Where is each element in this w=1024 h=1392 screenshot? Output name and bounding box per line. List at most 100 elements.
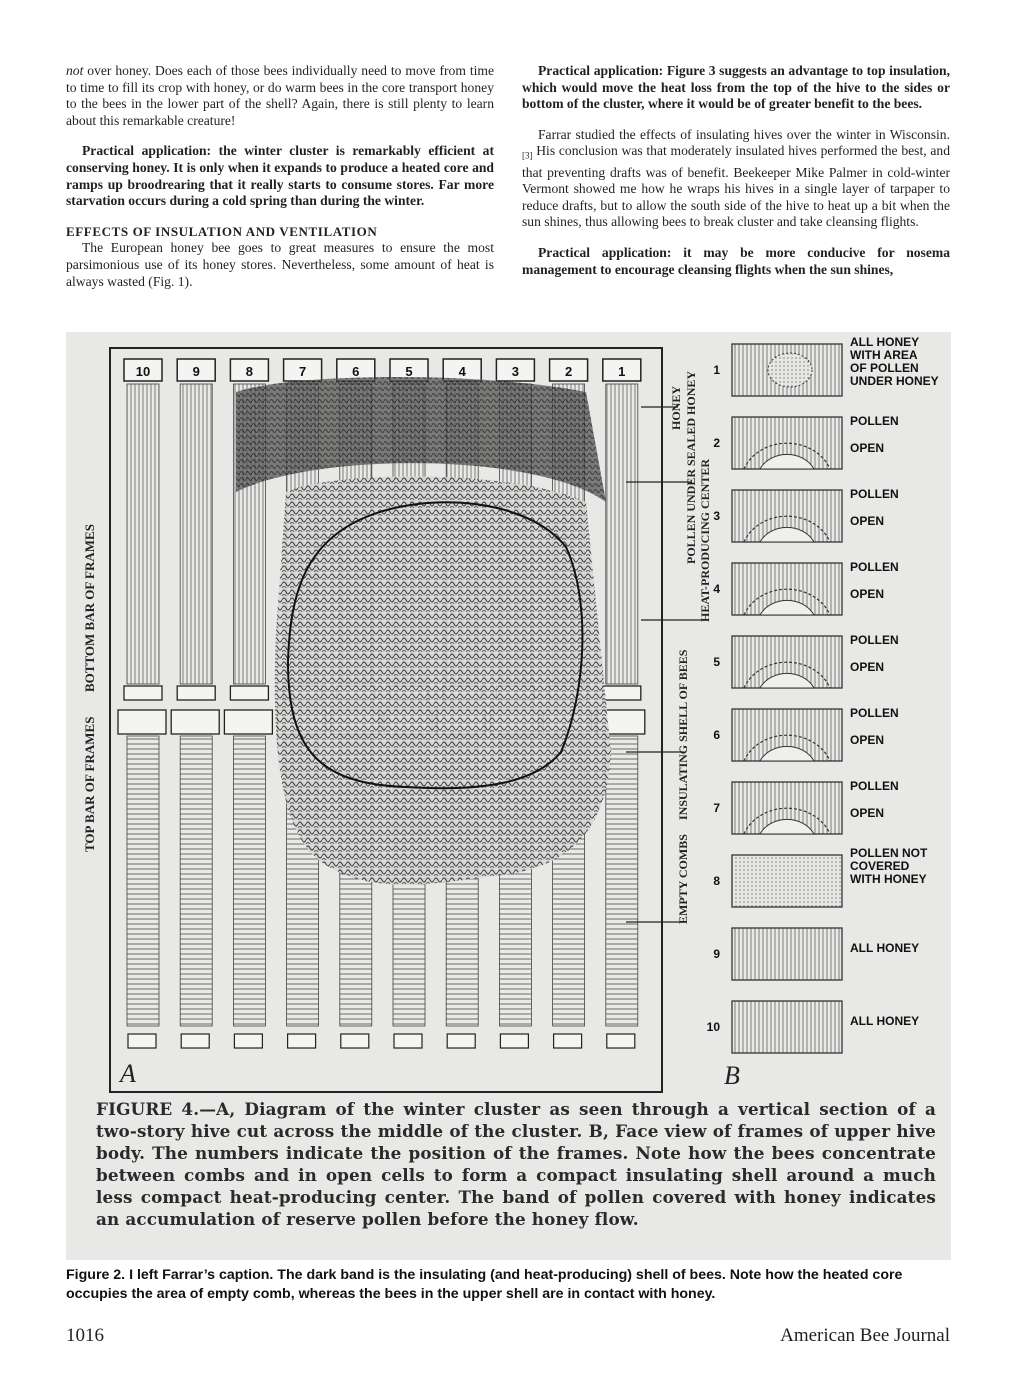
bottom-bar (230, 686, 268, 700)
frame-face-label: ALL HONEY (850, 335, 919, 349)
pollen-area (768, 353, 812, 387)
frame-face-number: 8 (713, 874, 720, 888)
top-bar (224, 710, 272, 734)
frame-number: 5 (405, 364, 412, 379)
frame-face-number: 5 (713, 655, 720, 669)
top-bar (118, 710, 166, 734)
frame-face-label: OPEN (850, 514, 884, 528)
frame-face-label: ALL HONEY (850, 1014, 919, 1028)
frame-number: 7 (299, 364, 306, 379)
label-empty-combs: EMPTY COMBS (676, 834, 690, 924)
bottom-bar (181, 1034, 209, 1048)
frame-face-label: POLLEN (850, 414, 899, 428)
label-pollen-under-sealed-honey: POLLEN UNDER SEALED HONEY (684, 371, 698, 564)
bottom-bar (341, 1034, 369, 1048)
frame-face-label: POLLEN (850, 560, 899, 574)
lower-comb (180, 736, 212, 1026)
frame-face-label: POLLEN (850, 487, 899, 501)
frame-face-label: OF POLLEN (850, 361, 919, 375)
bottom-bar (288, 1034, 316, 1048)
bottom-bar (234, 1034, 262, 1048)
frame-face-label: OPEN (850, 660, 884, 674)
frame-face-number: 3 (713, 509, 720, 523)
frame-number: 2 (565, 364, 572, 379)
frame-face-label: POLLEN (850, 706, 899, 720)
frame-face-label: OPEN (850, 733, 884, 747)
frame-face-view: 3 POLLEN OPEN (713, 487, 898, 542)
frame-face-view: 6 POLLEN OPEN (713, 706, 898, 761)
frame-face-number: 1 (713, 363, 720, 377)
frame-face-rect (732, 855, 842, 907)
frame-number: 1 (618, 364, 625, 379)
paragraph-text: His conclusion was that moderately insul… (522, 143, 950, 229)
frame-face-number: 2 (713, 436, 720, 450)
frame-number: 10 (136, 364, 150, 379)
practical-application-paragraph: Practical application: Figure 3 suggests… (522, 63, 950, 113)
winter-cluster (275, 476, 611, 884)
lower-comb (127, 736, 159, 1026)
top-bar (171, 710, 219, 734)
frame-face-label: WITH AREA (850, 348, 918, 362)
label-honey: HONEY (669, 386, 683, 430)
frame-number: 8 (246, 364, 253, 379)
bottom-bar (394, 1034, 422, 1048)
upper-comb (127, 384, 159, 684)
bottom-bar (447, 1034, 475, 1048)
frame-face-label: OPEN (850, 441, 884, 455)
frame-face-label: OPEN (850, 806, 884, 820)
frame-face-label: COVERED (850, 859, 910, 873)
panel-b-label: B (724, 1061, 740, 1090)
upper-comb (180, 384, 212, 684)
frame-face-rect (732, 1001, 842, 1053)
bottom-bar (124, 686, 162, 700)
frame-face-view: 1 ALL HONEYWITH AREAOF POLLENUNDER HONEY (713, 335, 938, 396)
frame-number: 6 (352, 364, 359, 379)
paragraph-text: over honey. Does each of those bees indi… (66, 63, 494, 128)
upper-comb (606, 384, 638, 684)
frame-face-number: 10 (707, 1020, 721, 1034)
label-heat-producing-center: HEAT-PRODUCING CENTER (698, 459, 712, 622)
frame-face-label: UNDER HONEY (850, 374, 939, 388)
frame-face-label: ALL HONEY (850, 941, 919, 955)
frame-face-label: POLLEN (850, 633, 899, 647)
frame-face-number: 9 (713, 947, 720, 961)
reference-link[interactable]: [3] (522, 151, 533, 161)
frame-number: 9 (193, 364, 200, 379)
bottom-bar (607, 1034, 635, 1048)
practical-application-paragraph: Practical application: the winter cluste… (66, 143, 494, 209)
frame-face-number: 6 (713, 728, 720, 742)
right-paragraph-2: Farrar studied the effects of insulating… (522, 127, 950, 231)
lower-comb (233, 736, 265, 1026)
frame-face-label: POLLEN (850, 779, 899, 793)
left-column: not over honey. Does each of those bees … (66, 63, 494, 290)
journal-name: American Bee Journal (780, 1325, 950, 1347)
frame-face-rect (732, 928, 842, 980)
panel-a-label: A (118, 1059, 136, 1088)
right-column: Practical application: Figure 3 suggests… (522, 63, 950, 278)
bottom-bar (603, 686, 641, 700)
label-bottom-bar: BOTTOM BAR OF FRAMES (82, 524, 97, 692)
bottom-bar (500, 1034, 528, 1048)
page-number: 1016 (66, 1325, 104, 1347)
frame-number: 4 (459, 364, 467, 379)
frame-face-label: POLLEN NOT (850, 846, 928, 860)
figure-caption: Figure 2. I left Farrar’s caption. The d… (66, 1266, 956, 1304)
left-paragraph-1: not over honey. Does each of those bees … (66, 63, 494, 129)
frame-face-view: 10 ALL HONEY (707, 1001, 919, 1053)
bottom-bar (177, 686, 215, 700)
italic-word: not (66, 63, 83, 78)
frame-face-view-panel: 1ALL HONEYWITH AREAOF POLLENUNDER HONEY2… (707, 335, 939, 1053)
frame-face-view: 2 POLLEN OPEN (713, 414, 898, 469)
label-insulating-shell: INSULATING SHELL OF BEES (676, 649, 690, 820)
farrar-figure-caption: FIGURE 4.—A, Diagram of the winter clust… (96, 1098, 936, 1230)
frame-number: 3 (512, 364, 519, 379)
frame-face-view: 9 ALL HONEY (713, 928, 919, 980)
frame-face-view: 5 POLLEN OPEN (713, 633, 898, 688)
frame-face-label: OPEN (850, 587, 884, 601)
bottom-bar (128, 1034, 156, 1048)
hive-section-diagram: 10 9 8 7 6 5 4 3 2 1 (110, 348, 706, 1092)
practical-application-paragraph: Practical application: it may be more co… (522, 245, 950, 278)
